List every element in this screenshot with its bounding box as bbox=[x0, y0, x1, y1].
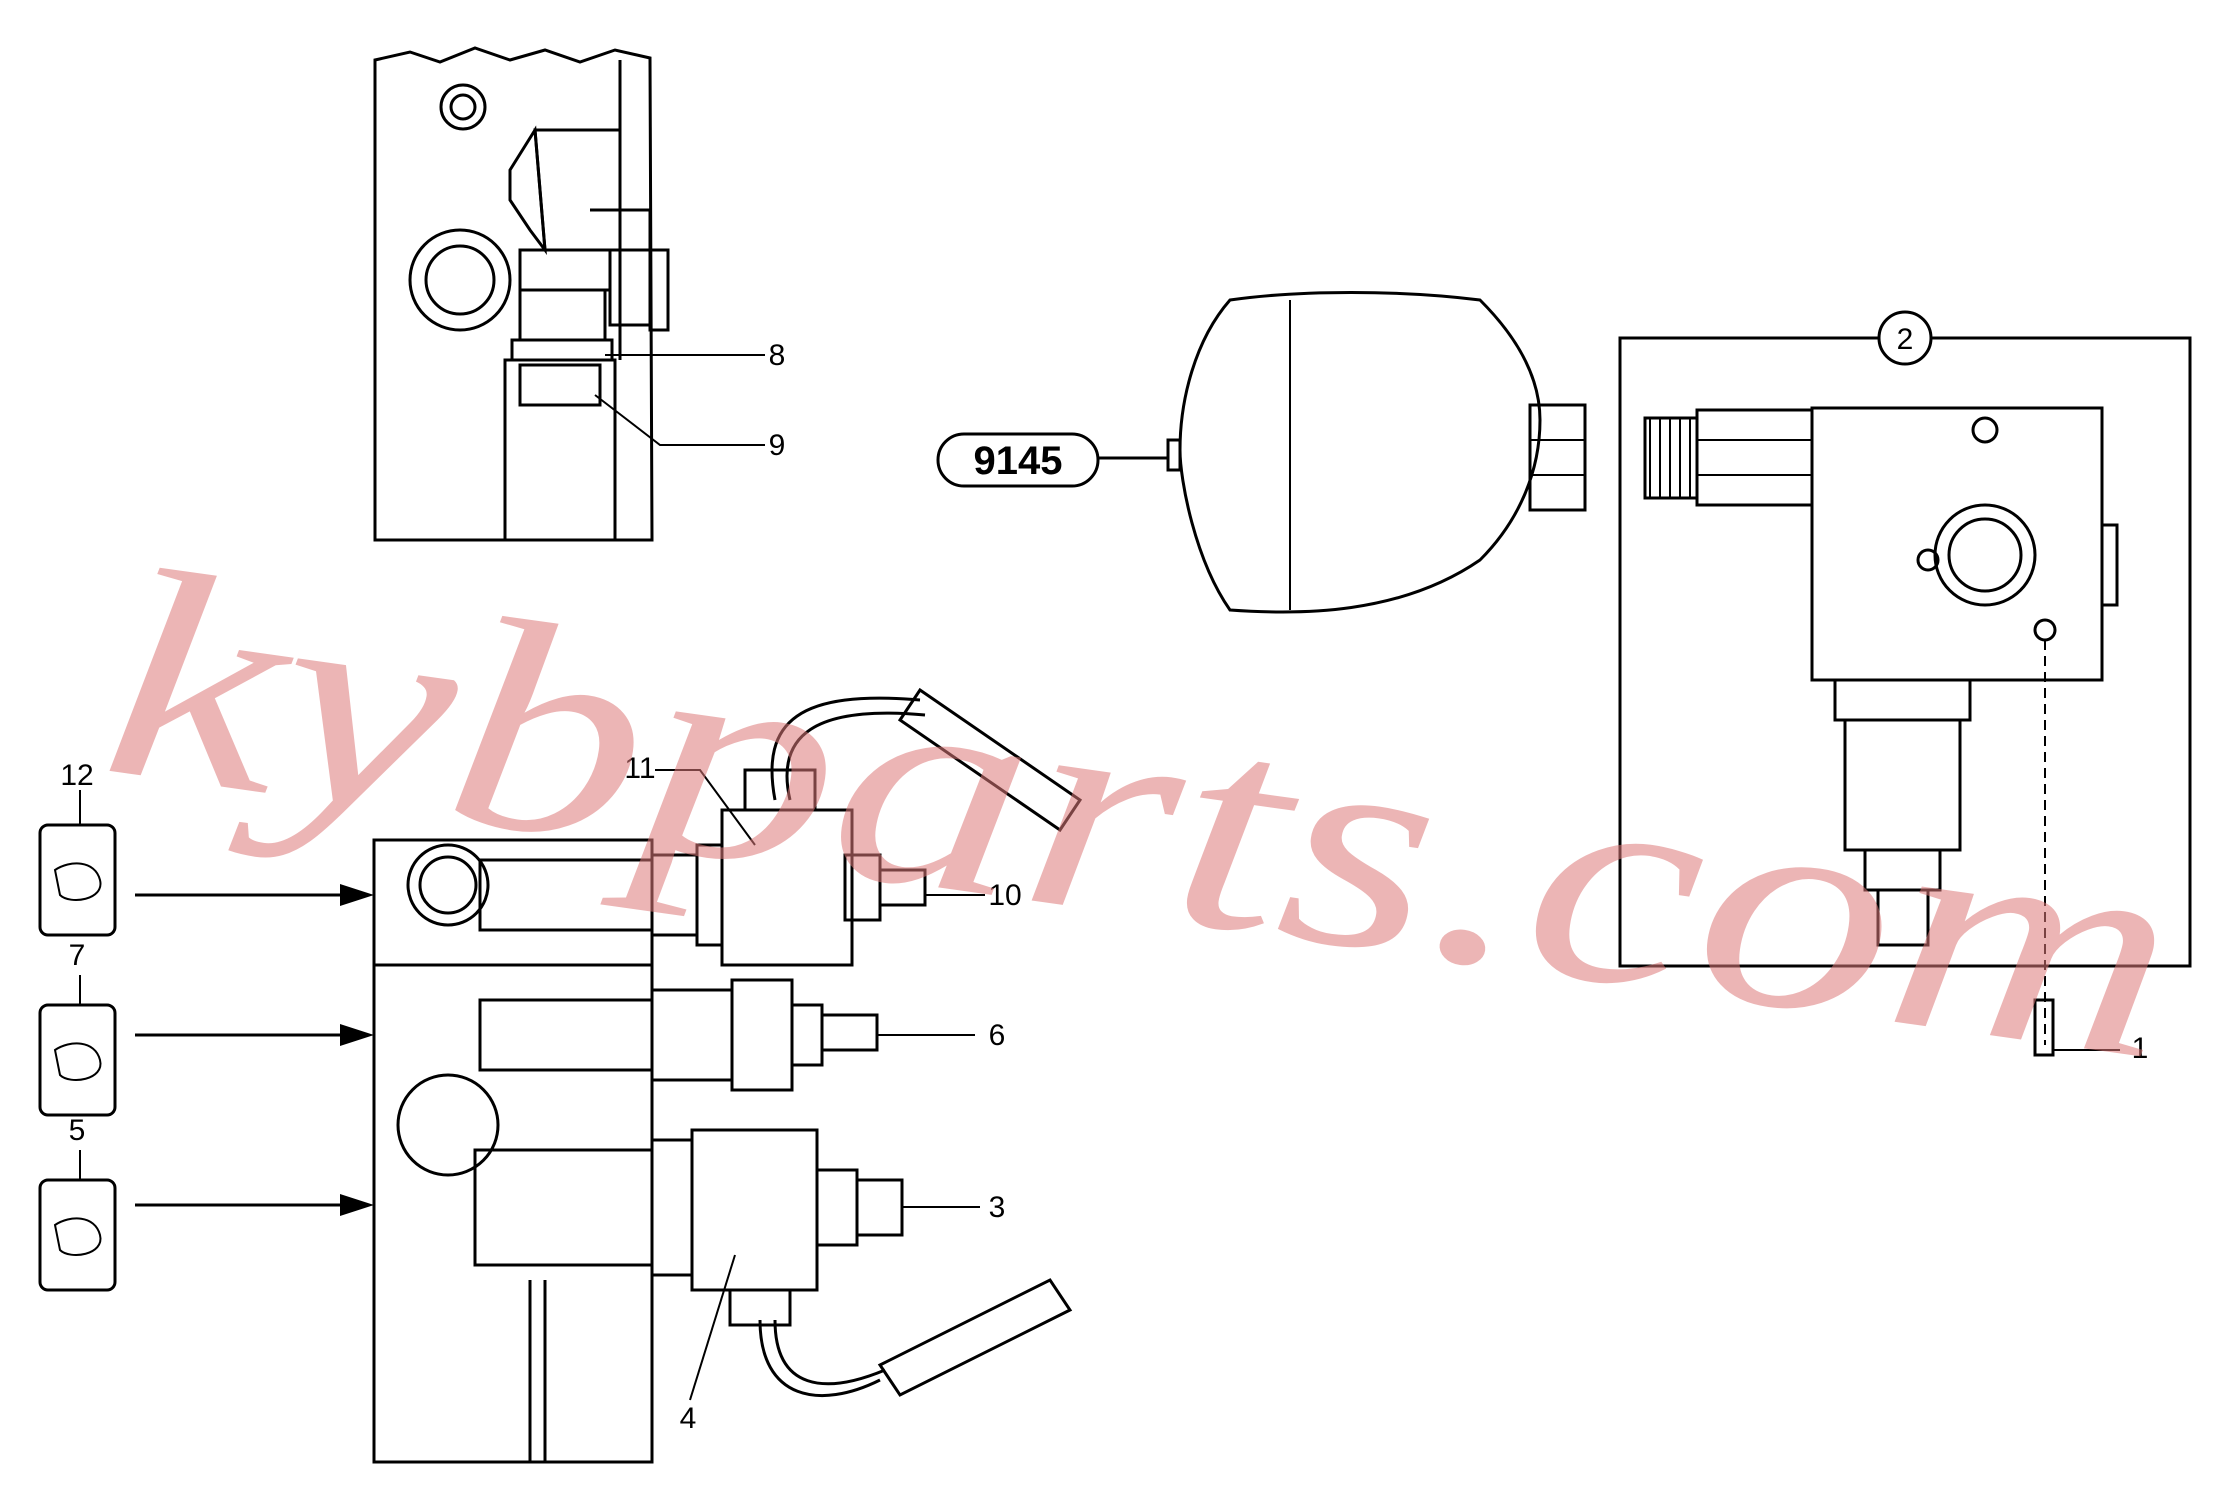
callout-3: 3 bbox=[989, 1191, 1006, 1224]
callout-4: 4 bbox=[680, 1402, 697, 1435]
arrows bbox=[135, 884, 374, 1216]
reference-badge-text: 9145 bbox=[974, 439, 1063, 483]
callout-7: 7 bbox=[69, 939, 86, 972]
callout-11: 11 bbox=[624, 752, 655, 785]
callout-9: 9 bbox=[769, 429, 786, 462]
callout-circle-2 bbox=[1877, 310, 1933, 366]
callout-5: 5 bbox=[69, 1114, 86, 1147]
seal-kit-bags bbox=[38, 823, 117, 1292]
callout-6: 6 bbox=[989, 1019, 1006, 1052]
inset-fitting-detail bbox=[373, 46, 670, 542]
solenoid-connectors bbox=[743, 687, 1083, 1398]
callout-2: 2 bbox=[1897, 323, 1914, 356]
callout-12: 12 bbox=[60, 759, 93, 792]
callout-1: 1 bbox=[2132, 1032, 2149, 1065]
reference-badge[interactable]: 9145 bbox=[936, 432, 1100, 488]
valve-manifold bbox=[372, 808, 927, 1464]
callout-10: 10 bbox=[988, 879, 1021, 912]
callout-8: 8 bbox=[769, 339, 786, 372]
accumulator bbox=[1166, 291, 1587, 614]
callouts: 1 2 3 4 5 6 7 8 9 10 11 12 bbox=[60, 323, 2148, 1435]
watermark: kybparts.com bbox=[89, 505, 2195, 1124]
leader-lines bbox=[79, 354, 2120, 1401]
